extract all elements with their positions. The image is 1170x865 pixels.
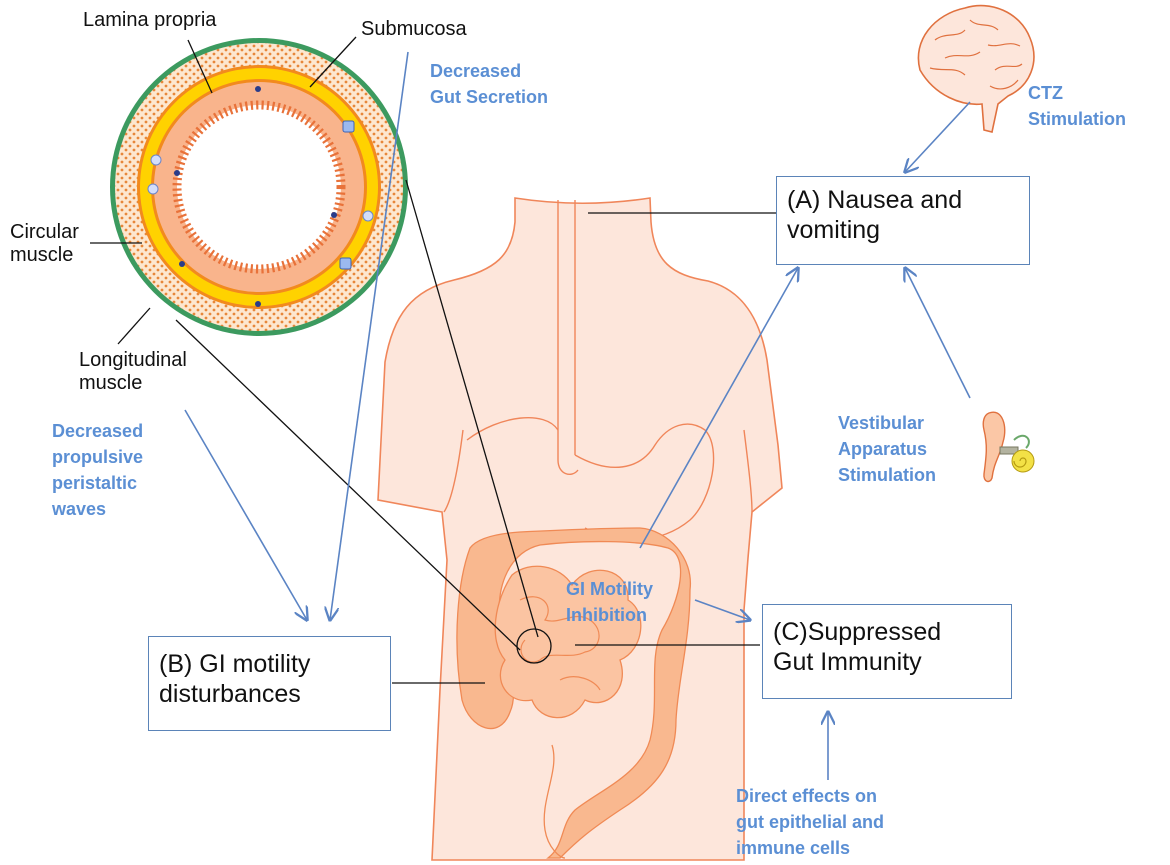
direct-effects-label: Direct effects on gut epithelial and imm… (736, 783, 884, 861)
ctz-stimulation-label: CTZ Stimulation (1028, 80, 1126, 132)
decreased-gut-secretion-label: Decreased Gut Secretion (430, 58, 548, 110)
box-a-nausea-vomiting: (A) Nausea and vomiting (776, 176, 1030, 265)
vestibular-label: Vestibular Apparatus Stimulation (838, 410, 936, 488)
torso-illustration (378, 198, 782, 860)
submucosa-label: Submucosa (361, 18, 467, 41)
longitudinal-muscle-leader (118, 308, 150, 344)
ctz-arrow (905, 102, 970, 172)
ear-vestibular-icon (983, 412, 1034, 481)
circular-muscle-label: Circular muscle (10, 221, 79, 267)
gi-motility-inhibition-label: GI Motility Inhibition (566, 576, 653, 628)
lamina-propria-label: Lamina propria (83, 9, 216, 32)
brain-icon (918, 6, 1033, 132)
box-c-gut-immunity: (C)Suppressed Gut Immunity (762, 604, 1012, 699)
decreased-propulsive-label: Decreased propulsive peristaltic waves (52, 418, 143, 522)
longitudinal-muscle-label: Longitudinal muscle (79, 349, 187, 395)
propulsive-arrow (185, 410, 307, 620)
vestibular-arrow (905, 268, 970, 398)
gut-cross-section-icon (110, 38, 408, 336)
box-b-gi-motility: (B) GI motility disturbances (148, 636, 391, 731)
